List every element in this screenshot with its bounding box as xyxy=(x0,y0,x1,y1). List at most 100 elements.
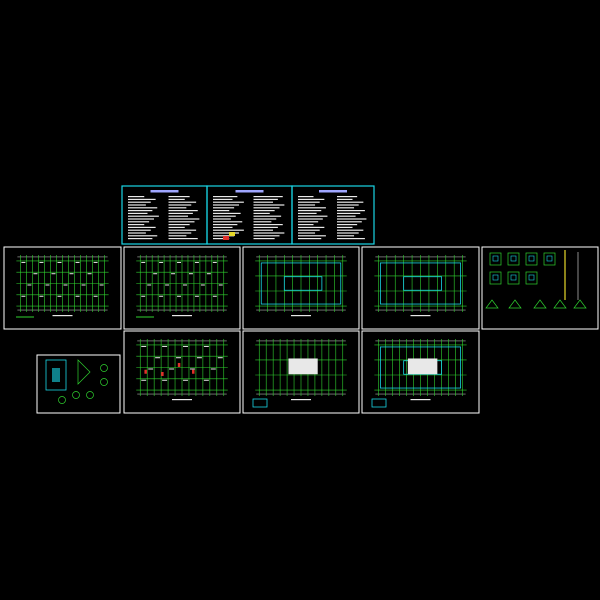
detail-inner xyxy=(546,255,553,262)
room-label xyxy=(75,261,80,263)
notes-stamp xyxy=(229,232,235,236)
notes-text-blocks xyxy=(128,190,367,240)
notes-line xyxy=(253,226,278,228)
detail-box xyxy=(507,252,520,266)
room-label xyxy=(203,379,209,381)
notes-line xyxy=(128,201,151,203)
sheet-plan-2[interactable] xyxy=(123,246,241,330)
plan-6-drawing xyxy=(252,338,347,408)
detail-inner xyxy=(510,255,517,262)
room-label xyxy=(81,284,86,286)
room-label xyxy=(21,261,26,263)
detail-box xyxy=(525,271,538,285)
node-outline xyxy=(45,359,67,391)
sheet-plan-5[interactable] xyxy=(123,330,241,414)
notes-line xyxy=(298,229,320,231)
notes-line xyxy=(298,218,323,220)
sheet-details-2[interactable] xyxy=(36,354,121,414)
notes-line xyxy=(128,198,156,200)
notes-line xyxy=(213,204,239,206)
room-label xyxy=(148,368,154,370)
notes-line xyxy=(213,215,236,217)
notes-line xyxy=(337,221,362,223)
room-label xyxy=(155,357,161,359)
room-label xyxy=(212,295,217,297)
notes-line xyxy=(337,204,359,206)
legend-box xyxy=(252,398,268,408)
notes-line xyxy=(298,226,325,228)
notes-line xyxy=(253,218,277,220)
notes-line xyxy=(253,229,273,231)
room-label xyxy=(212,261,217,263)
solid-block xyxy=(407,358,438,375)
notes-line xyxy=(128,238,153,240)
node-circle xyxy=(72,391,80,399)
plan-title xyxy=(410,315,431,317)
notes-line xyxy=(213,232,239,234)
room-label xyxy=(183,379,188,381)
notes-line xyxy=(168,215,188,217)
room-label xyxy=(39,261,44,263)
notes-line xyxy=(128,224,145,226)
room-label xyxy=(176,357,181,359)
plan-7-drawing xyxy=(371,338,467,408)
room-label xyxy=(200,284,205,286)
sheet-notes-3[interactable] xyxy=(291,185,375,245)
room-label xyxy=(33,273,38,275)
notes-line xyxy=(253,224,283,226)
room-label xyxy=(203,345,209,347)
room-label xyxy=(141,379,147,381)
room-label xyxy=(206,273,211,275)
room-label xyxy=(21,295,26,297)
notes-line xyxy=(213,224,238,226)
sheet-plan-3[interactable] xyxy=(242,246,360,330)
details-2-drawing xyxy=(45,359,108,404)
room-label xyxy=(218,284,223,286)
notes-line xyxy=(298,210,322,212)
node-circle xyxy=(86,391,94,399)
plan-2-drawing xyxy=(136,254,228,318)
sheet-plan-7[interactable] xyxy=(361,330,480,414)
notes-line xyxy=(298,221,319,223)
plan-title xyxy=(172,315,192,317)
room-label xyxy=(93,295,98,297)
notes-line xyxy=(168,232,192,234)
footing-detail xyxy=(573,299,587,309)
room-label xyxy=(27,284,32,286)
notes-stamp xyxy=(223,236,229,240)
sheet-details-1[interactable] xyxy=(481,246,599,330)
notes-line xyxy=(128,210,153,212)
room-label xyxy=(39,295,44,297)
plan-4-drawing xyxy=(374,254,467,317)
notes-line xyxy=(128,221,150,223)
notes-line xyxy=(253,215,282,217)
room-label xyxy=(141,295,146,297)
detail-inner xyxy=(510,274,517,281)
notes-line xyxy=(253,235,280,237)
notes-title-3 xyxy=(319,190,347,193)
notes-line xyxy=(253,196,283,198)
notes-line xyxy=(337,232,359,234)
plan-title xyxy=(410,399,431,401)
detail-box xyxy=(489,252,502,266)
red-marker xyxy=(161,372,164,376)
notes-line xyxy=(337,198,353,200)
notes-line xyxy=(337,235,355,237)
plan-3-drawing xyxy=(255,254,347,317)
drawing-content xyxy=(16,250,587,408)
notes-line xyxy=(298,207,326,209)
notes-line xyxy=(253,221,272,223)
notes-line xyxy=(128,204,146,206)
sheet-plan-4[interactable] xyxy=(361,246,480,330)
room-label xyxy=(169,368,175,370)
sheet-plan-6[interactable] xyxy=(242,330,360,414)
notes-line xyxy=(168,210,198,212)
room-label xyxy=(171,273,176,275)
footing-detail xyxy=(553,299,567,309)
sheet-plan-1[interactable] xyxy=(3,246,122,330)
notes-line xyxy=(337,224,358,226)
notes-line xyxy=(253,232,285,234)
notes-line xyxy=(298,198,325,200)
notes-line xyxy=(168,198,185,200)
